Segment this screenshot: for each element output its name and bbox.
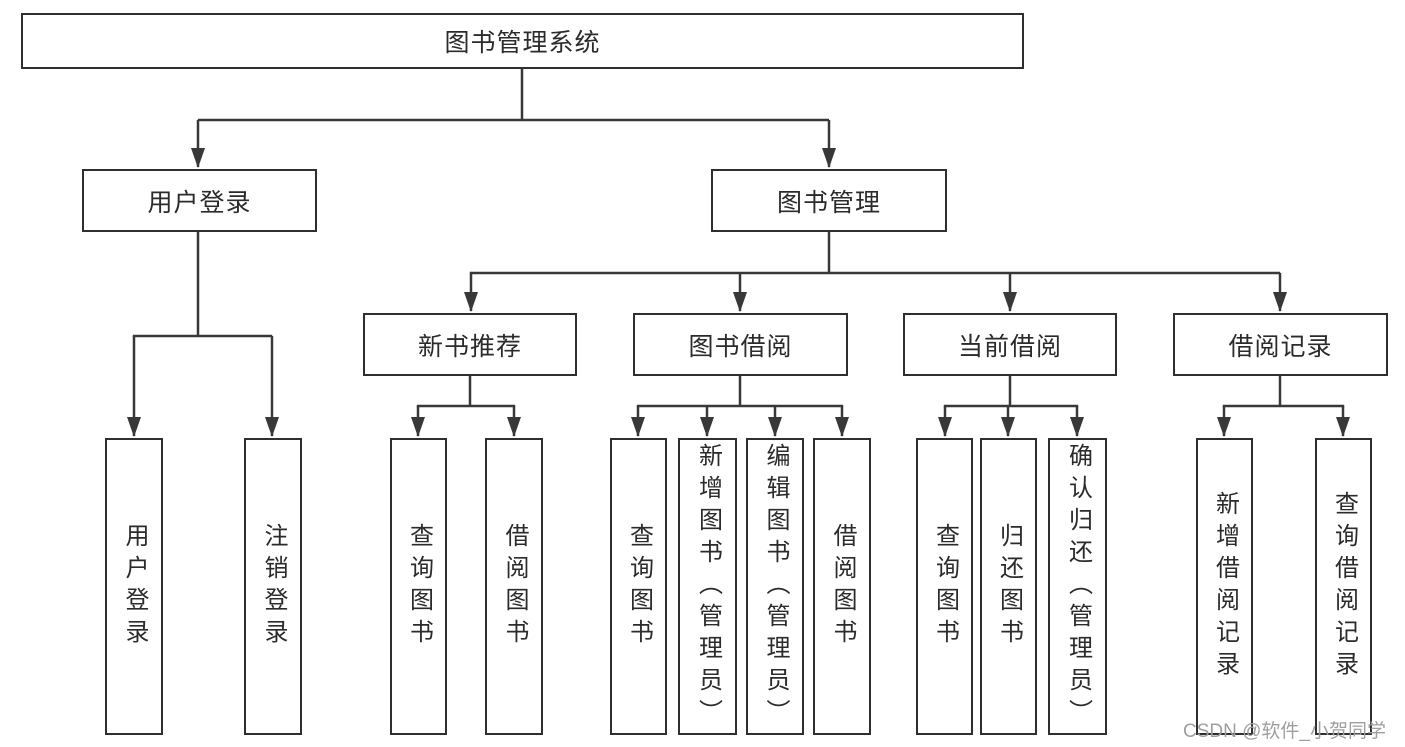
node-label: 图书管理系统 [444,29,601,57]
node-label: 编辑图书（管理员） [762,442,789,731]
node-label: 当前借阅 [957,332,1062,361]
leaf-add-books-admin: 新增图书（管理员） [678,438,737,735]
node-current-borrow: 当前借阅 [903,313,1117,376]
leaf-borrow-books-recommend: 借阅图书 [485,438,543,735]
node-label: 查询图书 [931,522,959,651]
node-library-management-system: 图书管理系统 [21,13,1024,69]
node-label: 查询图书 [405,522,433,651]
leaf-edit-books-admin: 编辑图书（管理员） [746,438,804,735]
node-label: 用户登录 [147,188,252,217]
leaf-borrow-books: 借阅图书 [813,438,871,735]
leaf-confirm-return-admin: 确认归还（管理员） [1048,438,1107,735]
leaf-return-books: 归还图书 [980,438,1037,735]
leaf-user-login: 用户登录 [105,438,163,735]
leaf-query-books-current: 查询图书 [916,438,973,735]
node-book-management: 图书管理 [711,169,947,232]
node-label: 注销登录 [260,522,287,651]
node-label: 归还图书 [995,522,1023,651]
node-borrow-records: 借阅记录 [1173,313,1388,376]
node-label: 确认归还（管理员） [1064,442,1092,731]
node-book-borrow: 图书借阅 [633,313,848,376]
leaf-add-borrow-record: 新增借阅记录 [1196,438,1253,735]
node-label: 新书推荐 [417,332,522,361]
node-label: 借阅图书 [501,522,528,651]
node-label: 借阅记录 [1228,332,1333,361]
node-label: 查询借阅记录 [1330,490,1358,683]
node-label: 查询图书 [625,522,653,651]
node-label: 借阅图书 [829,522,856,651]
node-user-login: 用户登录 [82,169,317,232]
node-label: 新增图书（管理员） [694,442,722,731]
leaf-query-borrow-record: 查询借阅记录 [1315,438,1372,735]
leaf-query-books-borrow: 查询图书 [610,438,667,735]
leaf-logout: 注销登录 [244,438,302,735]
node-label: 新增借阅记录 [1211,490,1239,683]
node-label: 图书管理 [776,188,881,217]
node-label: 图书借阅 [688,332,793,361]
node-new-book-recommend: 新书推荐 [363,313,577,376]
watermark-text: CSDN @软件_小贺同学 [1183,721,1386,742]
node-label: 用户登录 [121,522,148,651]
leaf-query-books-recommend: 查询图书 [390,438,447,735]
